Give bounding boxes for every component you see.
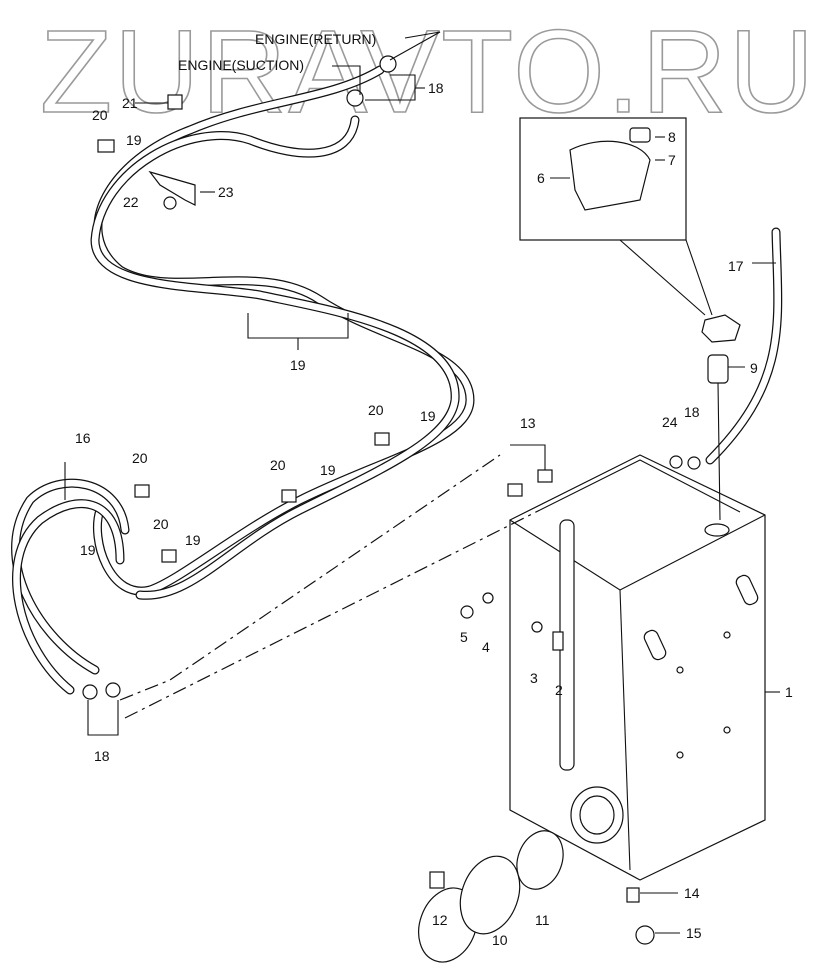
callout: 13 (520, 415, 536, 431)
fuel-tank (509, 454, 766, 881)
callout: 19 (80, 542, 96, 558)
callout: 15 (686, 925, 702, 941)
callout: 10 (492, 932, 508, 948)
callout: 19 (420, 408, 436, 424)
callout: 20 (92, 107, 108, 123)
watermark: ZURAVTO.RU (40, 6, 813, 138)
callout: 6 (537, 170, 545, 186)
strainer (707, 354, 729, 384)
callout: 20 (153, 516, 169, 532)
fuel-cap (701, 314, 741, 343)
callout-labels: ENGINE(RETURN) ENGINE(SUCTION) 18 21 20 … (75, 31, 793, 948)
annotation-engine-return: ENGINE(RETURN) (255, 31, 376, 47)
callout: 12 (432, 912, 448, 928)
callout: 16 (75, 430, 91, 446)
callout: 9 (750, 360, 758, 376)
callout: 21 (122, 95, 138, 111)
callout: 7 (668, 152, 676, 168)
gasket (516, 830, 564, 890)
callout: 19 (185, 532, 201, 548)
callout: 18 (94, 748, 110, 764)
callout: 20 (368, 402, 384, 418)
callout: 20 (132, 450, 148, 466)
callout: 18 (684, 404, 700, 420)
drain-valve (635, 925, 655, 945)
callout: 14 (684, 885, 700, 901)
fuel-hoses (11, 65, 783, 695)
annotation-engine-suction: ENGINE(SUCTION) (178, 57, 304, 73)
callout: 24 (662, 414, 678, 430)
callout: 2 (555, 682, 563, 698)
callout: 17 (728, 258, 744, 274)
callout: 18 (428, 80, 444, 96)
callout: 5 (460, 629, 468, 645)
callout: 20 (270, 457, 286, 473)
callout: 22 (123, 194, 139, 210)
callout: 3 (530, 670, 538, 686)
drain-plug (626, 887, 640, 903)
callout: 19 (320, 462, 336, 478)
filler-neck (704, 523, 730, 537)
small-parts (82, 55, 741, 963)
bolt-12 (429, 871, 445, 889)
callout: 4 (482, 639, 490, 655)
callout: 8 (668, 129, 676, 145)
callout: 23 (218, 184, 234, 200)
leader-lines (64, 31, 780, 934)
callout: 19 (126, 132, 142, 148)
callout: 19 (290, 357, 306, 373)
callout: 11 (535, 912, 550, 928)
callout: 1 (785, 684, 793, 700)
